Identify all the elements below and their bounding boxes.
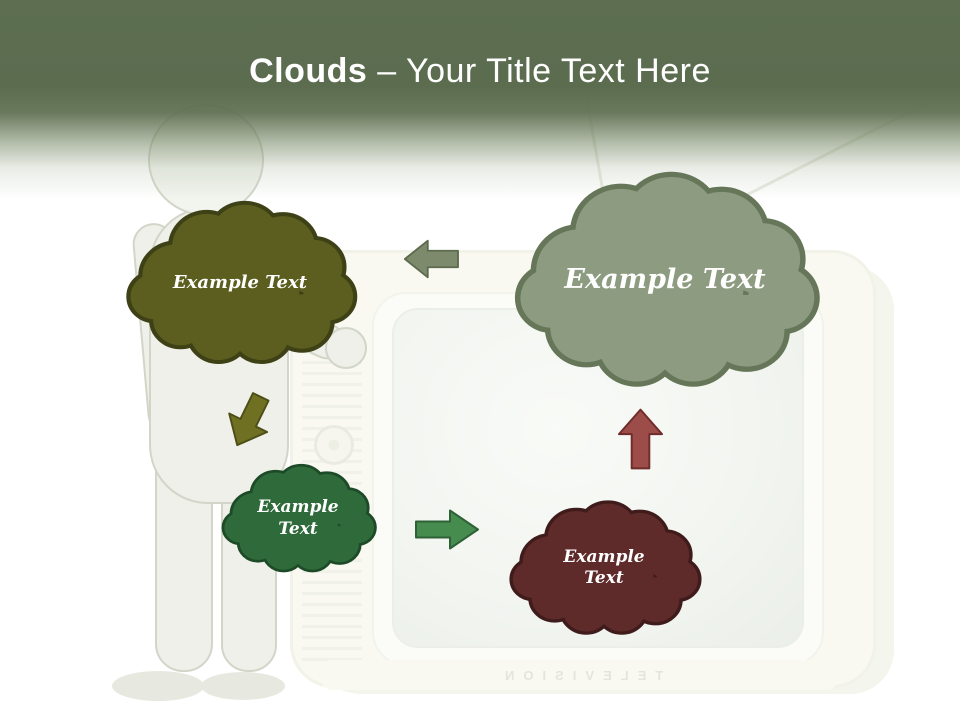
sage-cloud: Example Text xyxy=(500,168,830,392)
right-arrow-icon xyxy=(415,509,479,550)
tv-knob-icon xyxy=(314,425,354,465)
person-hand xyxy=(325,327,367,369)
olive-cloud: Example Text xyxy=(115,198,365,368)
title-rest: – Your Title Text Here xyxy=(377,52,711,90)
olive-cloud-label: Example Text xyxy=(172,271,308,293)
dark-green-cloud: Example Text xyxy=(214,462,382,575)
maroon-cloud: Example Text xyxy=(500,498,708,638)
tv-brand-text: TELEVISION xyxy=(495,667,664,683)
person-foot xyxy=(112,671,204,701)
dark-green-cloud-label: Example Text xyxy=(257,497,339,539)
page-title: Clouds – Your Title Text Here xyxy=(0,52,960,91)
person-figure xyxy=(112,104,367,701)
maroon-cloud-label: Example Text xyxy=(563,546,645,588)
sage-cloud-label: Example Text xyxy=(564,264,766,296)
tv-brand-strip: TELEVISION xyxy=(322,660,837,690)
down-arrow-icon xyxy=(228,392,270,447)
up-arrow-icon xyxy=(617,408,664,470)
person-foot xyxy=(201,672,285,700)
left-arrow-icon xyxy=(403,239,459,279)
title-keyword: Clouds xyxy=(249,52,368,90)
